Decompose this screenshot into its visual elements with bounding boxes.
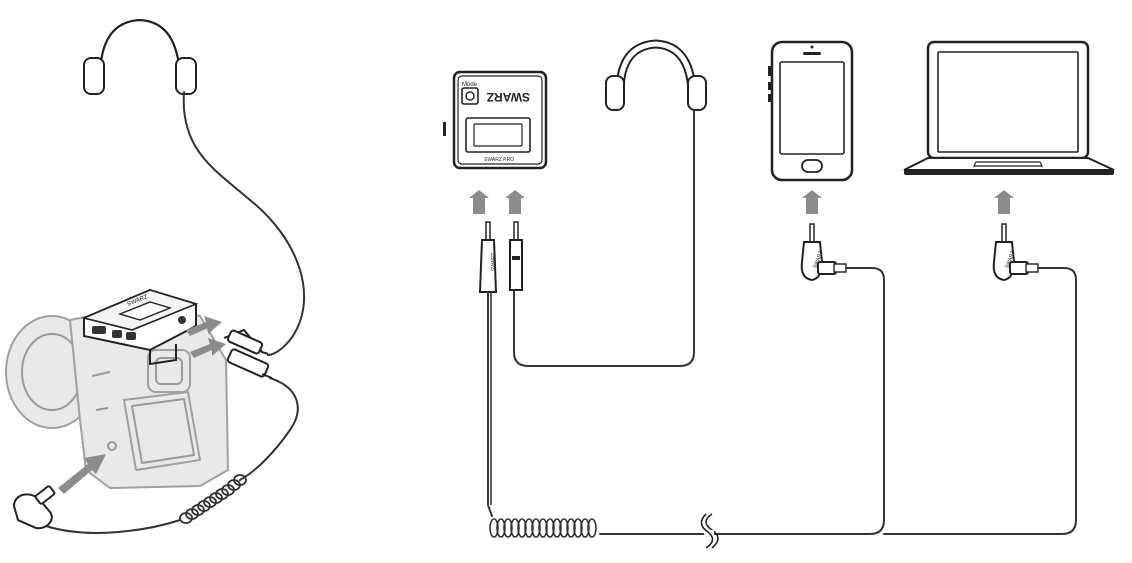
trrs-plug-icon — [223, 328, 273, 379]
up-arrow-icon — [58, 316, 226, 494]
laptop-icon — [903, 40, 1115, 175]
trrs-plug-icon: SWARZ — [800, 223, 847, 282]
receiver-brand: SWARZ — [487, 90, 530, 104]
coil-left — [179, 474, 247, 524]
camera-icon — [5, 305, 229, 489]
plug-brand: SWARZ — [812, 250, 824, 269]
headphone-cable — [182, 91, 305, 356]
smartphone-icon — [768, 40, 854, 182]
coiled-cable-left — [239, 377, 299, 481]
trrs-plug-icon: SWARZ — [992, 223, 1039, 282]
up-arrow-icon — [469, 190, 525, 214]
coil-right — [489, 518, 597, 538]
headphones-icon — [83, 19, 197, 95]
laptop-cable — [883, 267, 1077, 535]
trrs-plug-icon — [12, 485, 56, 530]
left-scene: SWARZ — [5, 19, 305, 534]
receiver-mode-label: Mode — [462, 82, 478, 88]
trrs-plug-icon: SWARZ — [478, 221, 523, 293]
receiver-front: Mode SWARZ SWARZ PRO — [443, 70, 548, 170]
receiver-cable — [487, 291, 493, 517]
plug-brand: SWARZ — [1004, 250, 1016, 269]
headphones-icon — [605, 39, 707, 111]
phone-cable — [599, 267, 885, 535]
headphone-cable-right — [513, 109, 695, 367]
up-arrow-icon — [802, 190, 822, 214]
cable-break-mark — [700, 513, 719, 549]
receiver-model: SWARZ PRO — [484, 157, 514, 163]
plug-brand: SWARZ — [491, 253, 497, 271]
right-scene: Mode SWARZ SWARZ PRO SWARZ — [443, 39, 1115, 549]
up-arrow-icon — [994, 190, 1014, 214]
